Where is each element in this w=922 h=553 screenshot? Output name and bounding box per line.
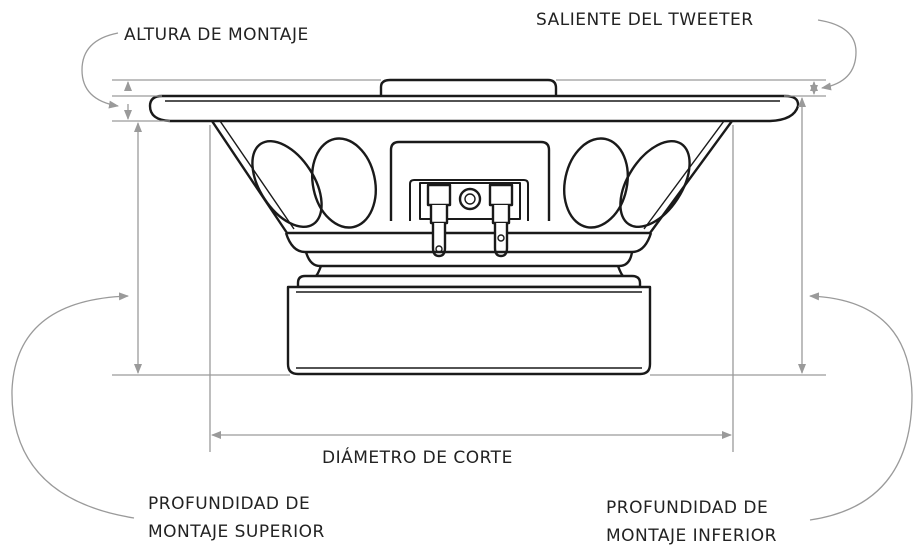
- basket-window: [251, 139, 323, 229]
- speaker-frame-ring: [284, 232, 653, 254]
- speaker-basket: [211, 120, 733, 235]
- terminal-right: [488, 183, 514, 258]
- speaker-flange: [148, 94, 800, 123]
- top-mount-depth-label-line2: MONTAJE SUPERIOR: [148, 522, 325, 542]
- speaker-drawing: [148, 78, 800, 376]
- terminal-left: [426, 183, 452, 258]
- basket-window: [619, 139, 691, 229]
- mounting-height-leader: [81, 32, 119, 109]
- bottom-mount-depth-leader: [809, 292, 913, 521]
- dimension-lines: [11, 19, 913, 521]
- magnet-top-plate: [296, 274, 642, 289]
- tweeter-protrusion-leader: [817, 19, 857, 91]
- tweeter-cap: [379, 78, 558, 96]
- bottom-mount-depth-label-line1: PROFUNDIDAD DE: [606, 498, 769, 518]
- bottom-mount-depth-label-line2: MONTAJE INFERIOR: [606, 526, 777, 546]
- top-mount-depth-label: PROFUNDIDAD DE MONTAJE SUPERIOR: [148, 490, 325, 546]
- cutout-diameter-label: DIÁMETRO DE CORTE: [322, 448, 513, 468]
- terminal-housing: [389, 140, 551, 221]
- bottom-mount-depth-label: PROFUNDIDAD DE MONTAJE INFERIOR: [606, 494, 777, 550]
- magnet-body: [286, 285, 652, 376]
- basket-window: [563, 137, 629, 229]
- tweeter-protrusion-label: SALIENTE DEL TWEETER: [536, 10, 754, 30]
- top-mount-depth-leader: [11, 292, 135, 519]
- top-mount-depth-label-line1: PROFUNDIDAD DE: [148, 494, 311, 514]
- basket-window: [311, 137, 377, 229]
- mounting-height-label: ALTURA DE MONTAJE: [124, 25, 309, 45]
